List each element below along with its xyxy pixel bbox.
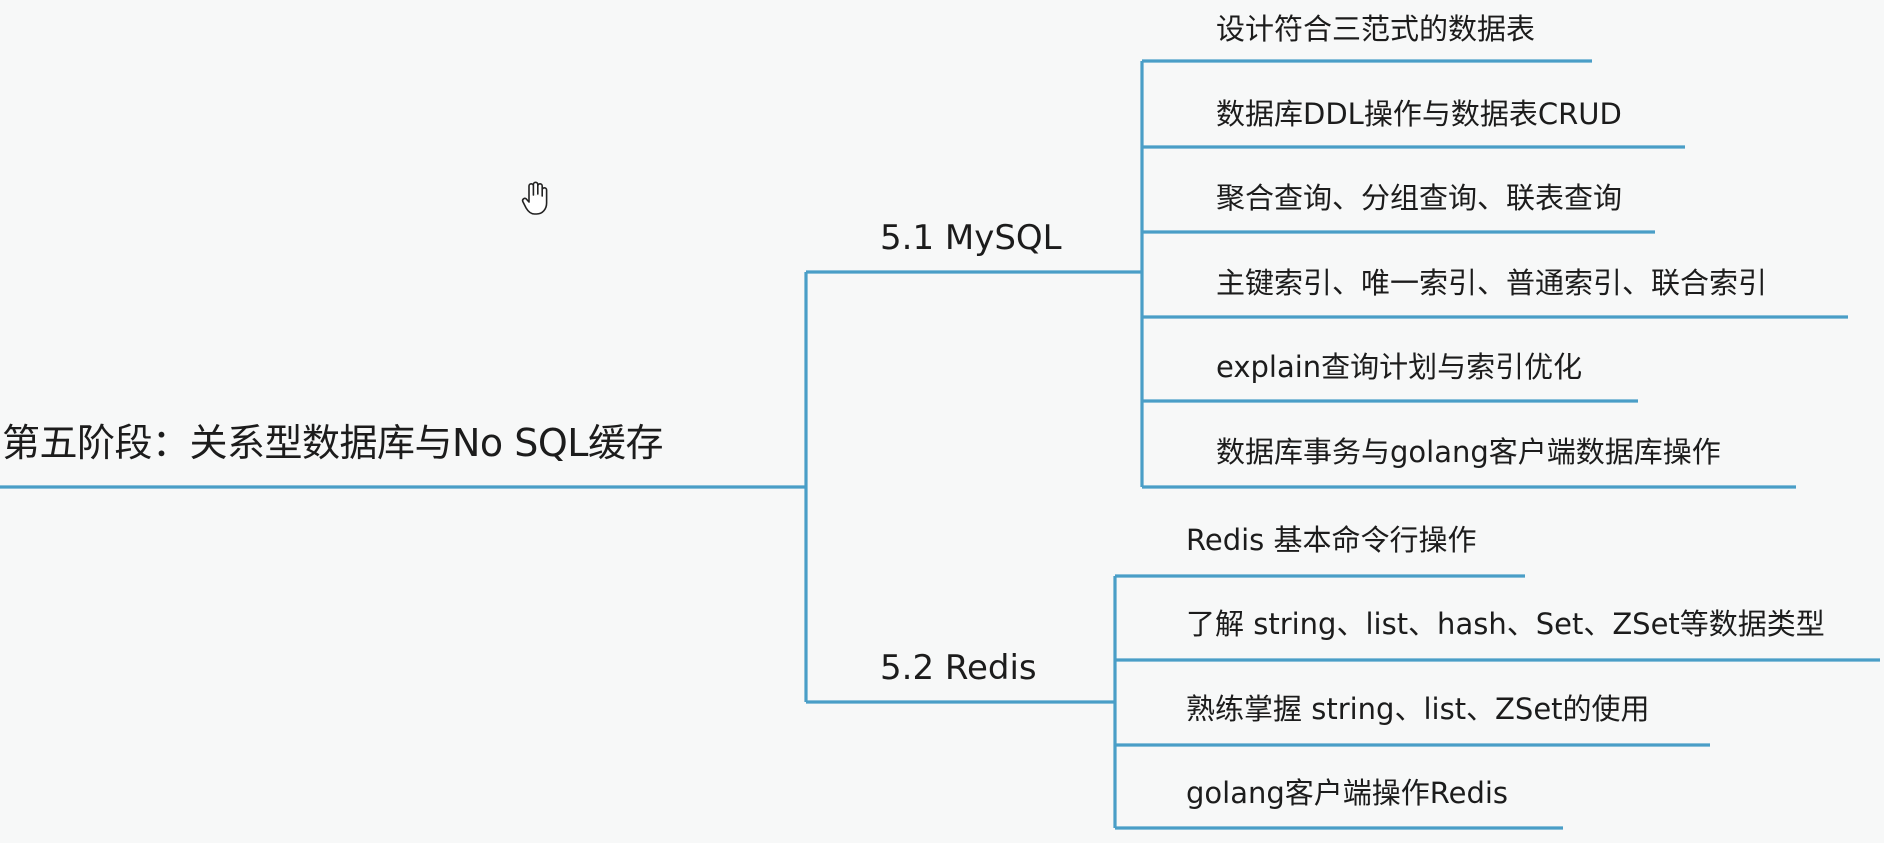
leaf-topic-redis-2[interactable]: 了解 string、list、hash、Set、ZSet等数据类型 [1186,607,1825,641]
leaf-topic-mysql-2[interactable]: 数据库DDL操作与数据表CRUD [1216,97,1622,131]
hand-pointer-icon [521,181,548,215]
branch-topic-mysql[interactable]: 5.1 MySQL [880,218,1062,258]
leaf-topic-mysql-1[interactable]: 设计符合三范式的数据表 [1216,12,1536,46]
leaf-topic-mysql-4[interactable]: 主键索引、唯一索引、普通索引、联合索引 [1216,266,1768,300]
leaf-topic-mysql-6[interactable]: 数据库事务与golang客户端数据库操作 [1216,435,1721,469]
leaf-topic-mysql-3[interactable]: 聚合查询、分组查询、联表查询 [1216,181,1623,215]
leaf-topic-redis-4[interactable]: golang客户端操作Redis [1186,776,1509,810]
branch-topic-redis[interactable]: 5.2 Redis [880,648,1037,688]
leaf-topic-redis-1[interactable]: Redis 基本命令行操作 [1186,523,1477,557]
leaf-topic-redis-3[interactable]: 熟练掌握 string、list、ZSet的使用 [1186,692,1650,726]
leaf-topic-mysql-5[interactable]: explain查询计划与索引优化 [1216,350,1583,384]
root-topic[interactable]: 第五阶段：关系型数据库与No SQL缓存 [2,421,663,465]
